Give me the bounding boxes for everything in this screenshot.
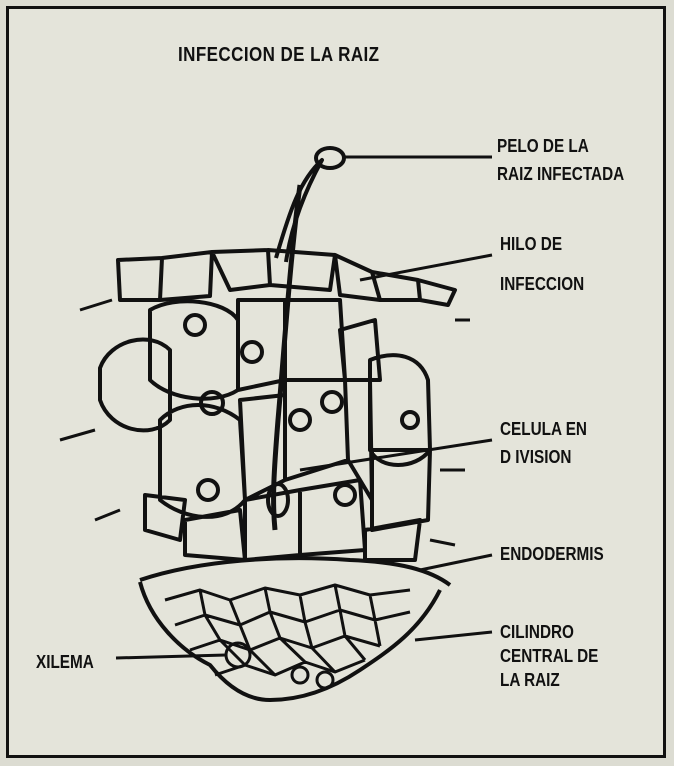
leader-xilema	[116, 655, 226, 658]
label-xilema: XILEMA	[36, 648, 94, 676]
nucleus	[201, 392, 223, 414]
nucleus	[242, 342, 262, 362]
nucleus	[185, 315, 205, 335]
cortex-cells	[100, 300, 430, 560]
label-hilo-infeccion: HILO DEINFECCION	[500, 230, 584, 298]
leader-hilo	[360, 255, 492, 280]
nucleus	[322, 392, 342, 412]
root-hair-tip	[316, 148, 344, 168]
label-pelo-infectado: PELO DE LARAIZ INFECTADA	[497, 132, 624, 188]
label-endodermis: ENDODERMIS	[500, 540, 604, 568]
xylem-vessel	[317, 672, 333, 688]
label-cilindro-central: CILINDROCENTRAL DELA RAIZ	[500, 620, 598, 692]
dividing-cell-nucleus	[268, 484, 288, 516]
nucleus	[335, 485, 355, 505]
label-celula-division: CELULA END IVISION	[500, 415, 587, 471]
leader-cilindro	[415, 632, 492, 640]
diagram-title: INFECCION DE LA RAIZ	[178, 44, 379, 67]
nucleus	[402, 412, 418, 428]
nucleus	[198, 480, 218, 500]
xylem-vessel	[292, 667, 308, 683]
nucleus	[290, 410, 310, 430]
leader-endodermis	[420, 555, 492, 570]
cell-wall-fragments	[60, 300, 470, 545]
endodermis-band	[140, 558, 450, 585]
